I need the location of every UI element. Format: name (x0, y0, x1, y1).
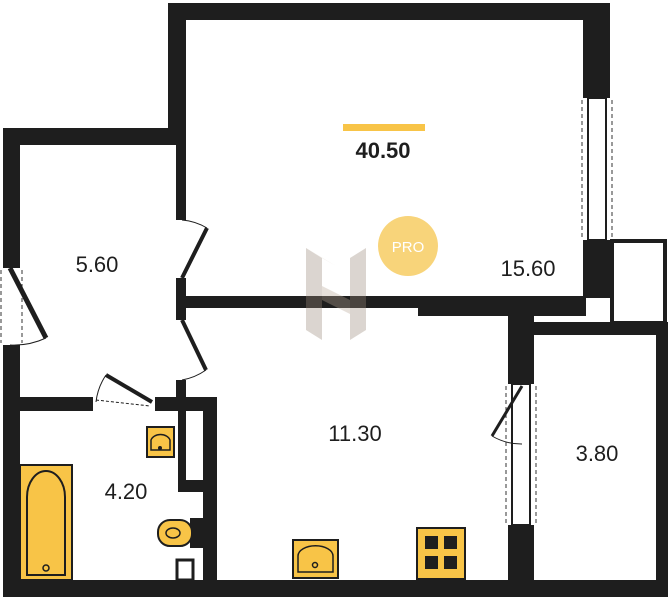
door-loggia-leaf (490, 385, 524, 437)
wall-loggia-top (534, 322, 668, 335)
wall-right-top (583, 3, 610, 98)
room-area-kitchen: 11.30 (328, 421, 381, 446)
door-entrance-frame (3, 268, 20, 345)
room-area-hallway: 5.60 (76, 252, 119, 277)
balcony-box (610, 239, 667, 325)
door-entrance-leaf (7, 266, 49, 340)
wall-kitchen-right-a (508, 316, 534, 384)
stove (416, 527, 466, 580)
window-lines (0, 100, 613, 523)
wall-divider-step (418, 296, 586, 316)
pipe-box (175, 558, 195, 582)
room-area-living: 15.60 (500, 256, 555, 281)
pro-badge (378, 216, 438, 276)
wall-hall-top (3, 128, 186, 145)
toilet (157, 518, 203, 548)
room-area-loggia: 3.80 (576, 441, 619, 466)
door-bath-swing (104, 373, 154, 404)
fixtures (19, 426, 466, 582)
wall-loggia-right (656, 322, 668, 597)
door-bath-leaf (95, 399, 151, 407)
wall-left-outer-top (3, 128, 20, 268)
wall-bath-top (3, 397, 93, 411)
room-area-bathroom: 4.20 (105, 479, 148, 504)
wall-bath-right (203, 397, 217, 597)
wall-bottom (3, 580, 665, 597)
door-entrance-arc (9, 337, 47, 346)
doors (3, 219, 524, 445)
total-area-bar (343, 124, 425, 131)
bathtub (19, 464, 73, 581)
wall-hall-right-a (176, 145, 186, 220)
wall-kitchen-right-b (508, 525, 534, 597)
wall-right-mid (583, 240, 612, 298)
wall-top (168, 3, 610, 20)
wall-left-upper (168, 3, 186, 145)
window-loggia-door (511, 383, 531, 526)
windows (511, 97, 607, 526)
watermark-logo (306, 248, 366, 340)
wall-bath-top-right (155, 397, 217, 411)
walls (3, 3, 668, 597)
wall-bath-niche-v (178, 405, 186, 490)
door-living-leaf (180, 227, 209, 279)
window-living (587, 97, 607, 241)
wall-hall-right-c (176, 380, 186, 400)
kitchen-sink (292, 539, 339, 579)
door-kitchen-leaf (180, 319, 208, 371)
total-area: 40.50 (355, 138, 410, 163)
wall-hall-right-b (176, 278, 186, 320)
bath-sink (146, 426, 175, 458)
pro-badge-text: PRO (392, 239, 425, 256)
wall-left-outer-bottom (3, 345, 20, 597)
